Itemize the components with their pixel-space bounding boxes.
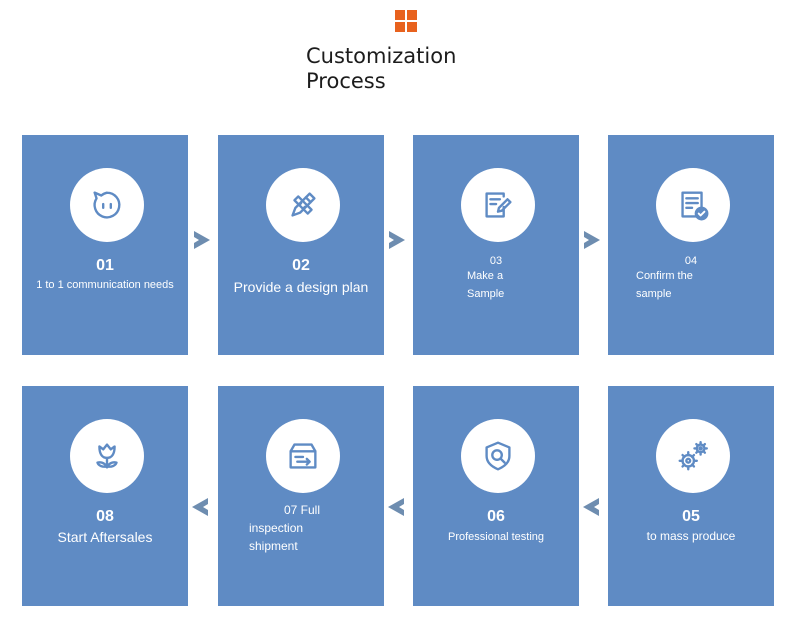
arrow-left-icon bbox=[388, 498, 404, 516]
flower-icon bbox=[96, 443, 118, 469]
step-number: 06 bbox=[487, 508, 505, 525]
step-label: to mass produce bbox=[646, 529, 736, 543]
step-label-line-2: inspection bbox=[249, 521, 304, 535]
title-line-2: Process bbox=[306, 69, 386, 93]
checklist-icon bbox=[681, 191, 709, 221]
shipping-box-icon bbox=[289, 443, 317, 469]
step-icon-circle bbox=[70, 419, 144, 493]
step-icon-circle bbox=[266, 419, 340, 493]
arrow-left-icon bbox=[192, 498, 208, 516]
step-card-02: 02 Provide a design plan bbox=[218, 135, 384, 355]
arrow-left-icon bbox=[583, 498, 599, 516]
step-number: 02 bbox=[292, 257, 310, 274]
step-number: 04 bbox=[684, 255, 698, 267]
chat-face-icon bbox=[93, 191, 121, 219]
step-label: Professional testing bbox=[448, 531, 544, 543]
step-icon-circle bbox=[656, 419, 730, 493]
step-icon-circle bbox=[656, 168, 730, 242]
pencil-ruler-icon bbox=[291, 192, 316, 217]
step-label-line-1: Make a bbox=[467, 270, 504, 282]
step-label-line-1: 07 Full bbox=[284, 503, 321, 517]
step-label-line-2: Sample bbox=[467, 288, 505, 300]
step-card-04: 04 Confirm the sample bbox=[608, 135, 774, 355]
shield-search-icon bbox=[485, 441, 511, 471]
title-line-1: Customization bbox=[306, 44, 457, 68]
step-icon-circle bbox=[461, 168, 535, 242]
arrow-right-icon bbox=[389, 231, 405, 249]
step-label: 1 to 1 communication needs bbox=[36, 279, 174, 291]
step-icon-circle bbox=[266, 168, 340, 242]
step-number: 05 bbox=[682, 508, 700, 525]
step-card-07: 07 Full inspection shipment bbox=[218, 386, 384, 606]
step-label-line-2: sample bbox=[636, 288, 672, 300]
arrow-right-icon bbox=[194, 231, 210, 249]
step-number: 08 bbox=[96, 508, 114, 525]
step-label-line-1: Confirm the bbox=[636, 270, 693, 282]
edit-document-icon bbox=[485, 192, 512, 218]
gears-icon bbox=[678, 441, 708, 471]
arrow-right-icon bbox=[584, 231, 600, 249]
grid-logo-icon bbox=[395, 10, 417, 32]
page-title: Customization Process bbox=[306, 44, 456, 94]
step-card-01: 01 1 to 1 communication needs bbox=[22, 135, 188, 355]
step-label-line-3: shipment bbox=[249, 539, 298, 553]
step-card-03: 03 Make a Sample bbox=[413, 135, 579, 355]
step-card-06: 06 Professional testing bbox=[413, 386, 579, 606]
step-card-08: 08 Start Aftersales bbox=[22, 386, 188, 606]
step-card-05: 05 to mass produce bbox=[608, 386, 774, 606]
step-icon-circle bbox=[70, 168, 144, 242]
step-label: Provide a design plan bbox=[233, 279, 369, 295]
step-number: 03 bbox=[489, 255, 503, 267]
step-label: Start Aftersales bbox=[57, 529, 153, 545]
step-number: 01 bbox=[96, 257, 114, 274]
step-icon-circle bbox=[461, 419, 535, 493]
